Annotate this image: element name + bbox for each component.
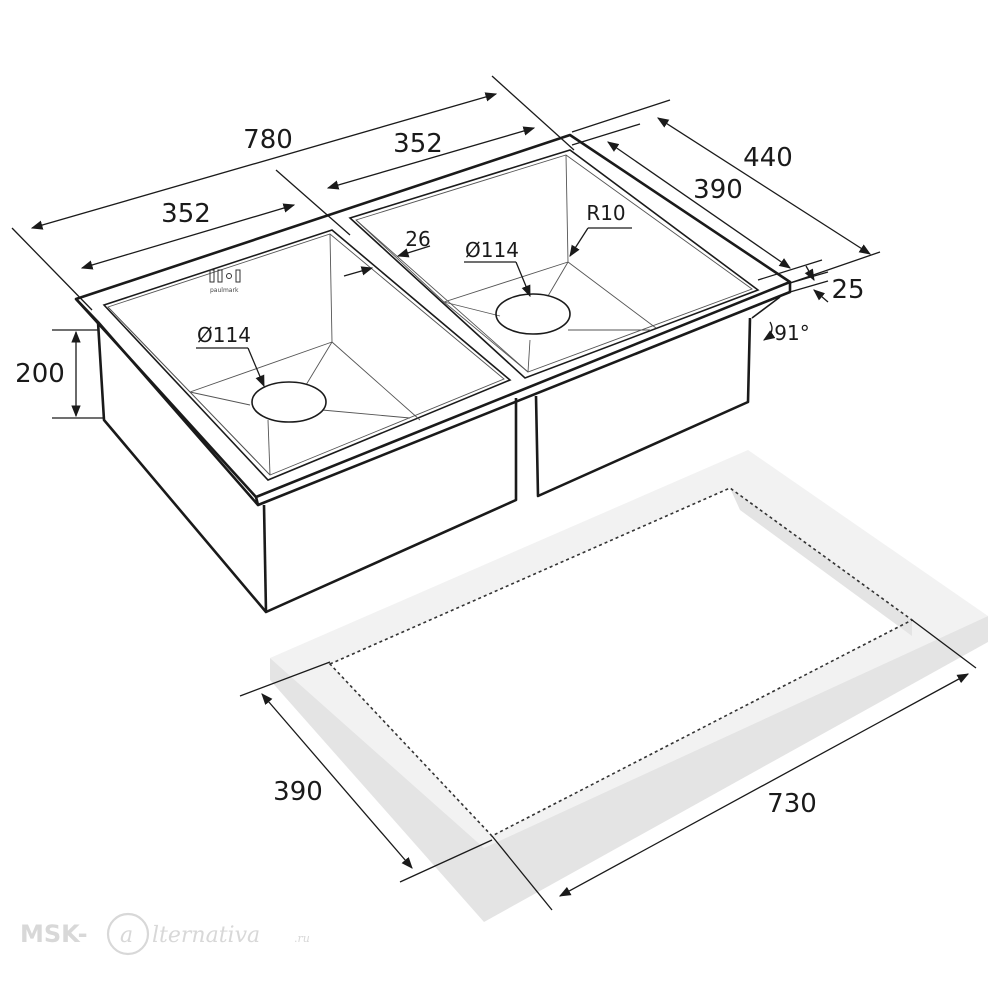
dim-bowl-height: 200 [15,359,65,389]
dim-rim-thickness: 25 [831,275,864,305]
dim-bowl-left-width: 352 [161,199,211,229]
dim-drain-right: Ø114 [465,238,519,262]
watermark: MSK- a lternativa .ru [20,912,310,956]
cutout-dimensions: 390 730 [239,619,977,911]
dim-bowl-depth: 390 [693,175,743,205]
dim-cutout-depth: 390 [273,777,323,807]
cutout-frame [270,450,988,922]
dim-divider-width: 26 [405,227,430,251]
dim-cutout-length: 730 [767,789,817,819]
watermark-prefix: MSK- [20,920,88,948]
dim-corner-radius: R10 [586,201,625,225]
dim-bowl-right-width: 352 [393,129,443,159]
watermark-domain: .ru [294,932,310,945]
dim-total-depth: 440 [743,143,793,173]
dim-total-length: 780 [243,125,293,155]
overflow-brand-label: paulmark [210,287,239,294]
sink-dimensions: 780 352 352 440 390 25 91° 26 [11,75,881,419]
overflow-mark: paulmark [209,269,241,294]
dim-drain-left: Ø114 [197,323,251,347]
dim-rim-angle: 91° [774,321,809,345]
watermark-script-letter: a [120,923,133,948]
watermark-suffix: lternativa [152,923,260,948]
